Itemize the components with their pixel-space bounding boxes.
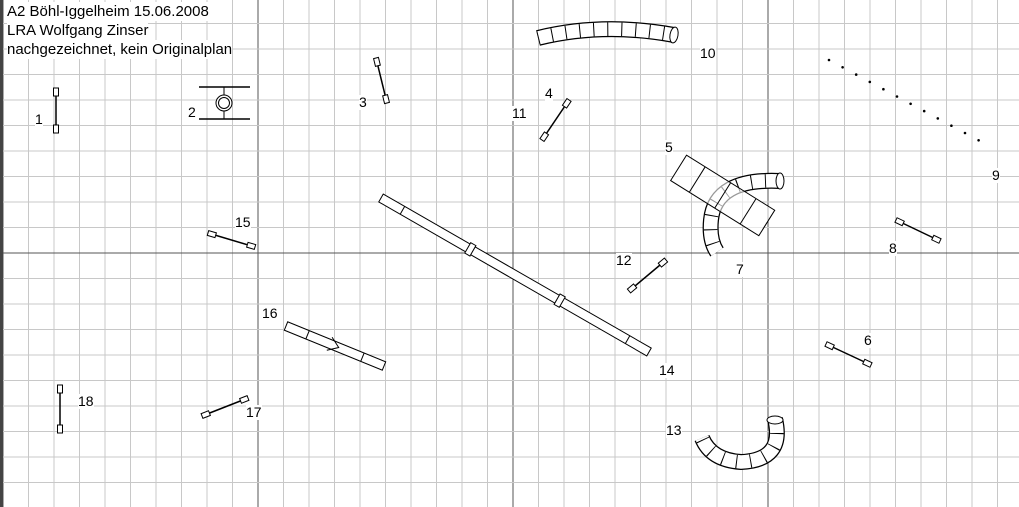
label-2: 2 (188, 104, 196, 120)
jump-8 (894, 217, 942, 244)
jump-wing (200, 410, 212, 419)
weave-pole (868, 80, 872, 84)
contact-mark (714, 182, 732, 209)
label-13: 13 (666, 422, 682, 438)
label-4: 4 (545, 85, 553, 101)
judge-name: LRA Wolfgang Zinser (7, 21, 149, 40)
note: nachgezeichnet, kein Originalplan (7, 40, 233, 59)
label-15: 15 (235, 214, 251, 230)
tunnel-hatch (703, 174, 781, 256)
jump-12 (626, 257, 669, 294)
tunnel-opening (766, 415, 784, 425)
plank-joint (464, 241, 477, 257)
label-9: 9 (992, 167, 1000, 183)
weave-pole (895, 95, 899, 98)
jump-6 (824, 341, 873, 368)
jump-4 (539, 97, 572, 143)
label-8: 8 (889, 240, 897, 256)
jump-wing (238, 395, 250, 404)
plank-joint (553, 293, 566, 309)
jump-15 (206, 229, 257, 251)
tunnel-opening (669, 26, 679, 44)
jump-wing (824, 341, 835, 351)
tunnel-10 (536, 21, 679, 46)
tunnel-hatch (536, 22, 676, 45)
jump-wing (245, 241, 257, 251)
label-6: 6 (864, 332, 872, 348)
jump-3 (372, 56, 391, 105)
course-drawing (3, 0, 1019, 507)
weave-pole (950, 124, 953, 127)
weave-pole (977, 139, 980, 142)
jump-wing (53, 87, 59, 97)
a-frame-5 (669, 154, 776, 237)
grid (3, 0, 1019, 507)
contact-mark (360, 352, 365, 362)
weave-pole (841, 66, 844, 69)
tire-ring (218, 97, 230, 109)
weave-pole (854, 73, 858, 76)
seesaw-16 (283, 321, 387, 371)
label-7: 7 (736, 261, 744, 277)
plank (283, 321, 387, 371)
tunnel-7 (702, 172, 785, 257)
weave-poles-9 (827, 58, 980, 142)
tire-2 (199, 86, 250, 120)
label-3: 3 (359, 94, 367, 110)
label-12: 12 (616, 252, 632, 268)
jump-wing (539, 131, 550, 143)
jump-wing (206, 229, 218, 239)
jump-wing (862, 358, 873, 368)
weave-pole (936, 117, 940, 120)
label-16: 16 (262, 305, 278, 321)
jump-wing (626, 283, 638, 294)
weave-pole (963, 131, 967, 135)
jump-wing (57, 424, 63, 434)
label-18: 18 (78, 393, 94, 409)
weave-pole (922, 109, 926, 113)
contact-mark (305, 330, 310, 340)
jump-18 (57, 384, 63, 434)
dog-walk-14 (378, 193, 652, 357)
tunnel-opening (775, 172, 785, 190)
jump-wing (931, 234, 942, 244)
course-title: A2 Böhl-Iggelheim 15.06.2008 (7, 2, 209, 21)
jump-wing (372, 56, 381, 67)
jump-wing (894, 217, 905, 227)
contact-mark (624, 335, 631, 344)
jump-wing (57, 384, 63, 394)
weave-pole (882, 87, 885, 91)
seesaw-pivot (326, 336, 340, 351)
weave-pole (827, 58, 831, 62)
tunnel-body (695, 417, 784, 469)
jump-1 (53, 87, 59, 134)
weave-pole (909, 102, 912, 106)
contact-mark (399, 206, 406, 215)
jump-17 (200, 395, 250, 419)
label-17: 17 (246, 404, 262, 420)
plank (378, 193, 652, 357)
label-5: 5 (665, 139, 673, 155)
jump-wing (657, 257, 669, 268)
label-1: 1 (35, 111, 43, 127)
jump-wing (561, 97, 572, 109)
jump-wing (53, 124, 59, 134)
label-11: 11 (512, 105, 527, 121)
label-14: 14 (659, 362, 675, 378)
jump-wing (382, 94, 391, 105)
contact-mark (688, 166, 706, 193)
contact-mark (739, 198, 757, 225)
label-10: 10 (700, 45, 716, 61)
tunnel-13 (694, 415, 785, 471)
